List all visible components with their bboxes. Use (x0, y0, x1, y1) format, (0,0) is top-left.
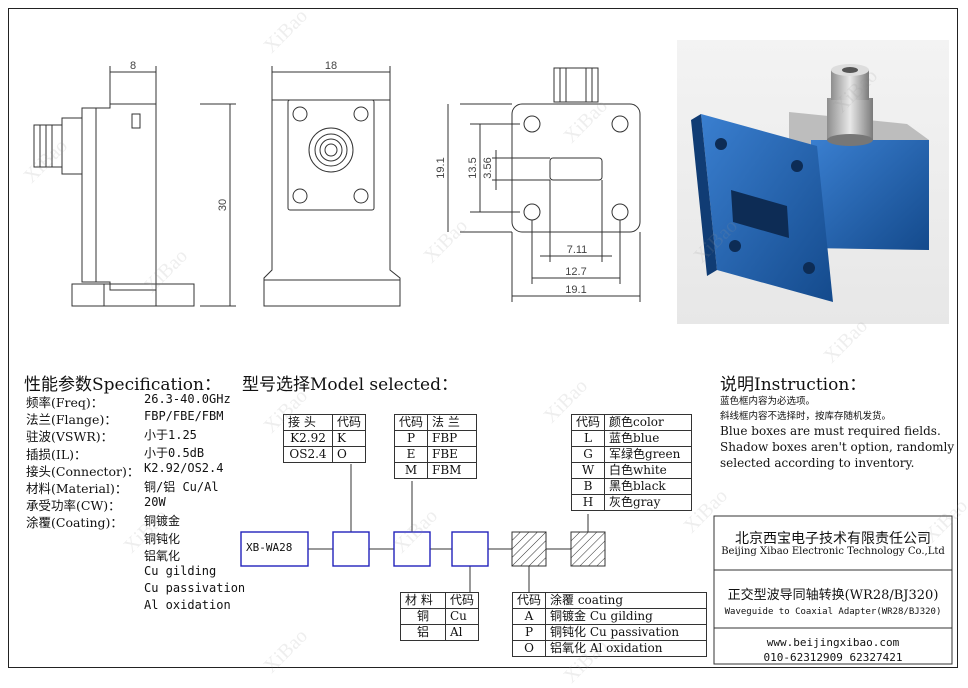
svg-text:3.56: 3.56 (482, 157, 494, 178)
spec-value: 铜镀金 (144, 514, 181, 529)
instruction-cn-1: 蓝色框内容为必选项。 (720, 396, 816, 407)
table-cell: OS2.4 (283, 446, 333, 463)
instruction-cn-2: 斜线框内容不选择时，按库存随机发货。 (720, 411, 892, 422)
front-view (263, 66, 401, 307)
svg-text:19.1: 19.1 (435, 157, 447, 178)
model-title: 型号选择Model selected： (242, 375, 459, 395)
spec-value: 小于0.5dB (144, 445, 205, 460)
instruction-en-1: Blue boxes are must required fields. (720, 424, 941, 438)
spec-label: 材料(Material)： (26, 481, 128, 496)
spec-label: 法兰(Flange)： (26, 412, 117, 428)
svg-text:30: 30 (217, 199, 229, 211)
spec-coating-option: 铝氧化 (144, 548, 181, 563)
table-header-cell: 接 头 (283, 414, 333, 431)
spec-value: 小于1.25 (144, 428, 197, 443)
company-name-en: Beijing Xibao Electronic Technology Co.,… (721, 546, 945, 557)
spec-label: 插损(IL)： (26, 446, 87, 462)
spec-value: 26.3-40.0GHz (144, 392, 231, 406)
table-cell: O (331, 446, 367, 463)
instruction-en-3: selected according to inventory. (720, 456, 915, 470)
instruction-en-2: Shadow boxes aren't option, randomly (720, 440, 955, 454)
spec-value: FBP/FBE/FBM (144, 409, 224, 424)
website: www.beijingxibao.com (766, 636, 900, 649)
company-name-cn: 北京西宝电子技术有限责任公司 (735, 531, 931, 547)
optional-box-color (570, 531, 606, 567)
table-cell: FBM (427, 462, 478, 479)
spec-title: 性能参数Specification： (24, 375, 221, 395)
table-cell: 灰色gray (604, 494, 693, 511)
table-cell: Cu (444, 608, 480, 625)
table-header-row: 代码法 兰 (393, 414, 478, 431)
svg-text:8: 8 (130, 60, 136, 72)
table-header-row: 代码涂覆 coating (511, 592, 708, 609)
required-boxes (240, 531, 489, 567)
table-cell: Al (444, 624, 480, 641)
table-cell: 铜镀金 Cu gilding (545, 608, 708, 625)
table-cell: H (570, 494, 606, 511)
table-cell: K2.92 (283, 430, 333, 447)
back-view (447, 67, 641, 302)
product-name-en: Waveguide to Coaxial Adapter(WR28/BJ320) (724, 607, 942, 617)
spec-value: K2.92/OS2.4 (144, 460, 224, 475)
spec-value: 铜/铝 Cu/Al (144, 480, 219, 494)
optional-box-coating (511, 531, 547, 567)
table-cell: 铝 (400, 624, 446, 641)
model-lines (308, 464, 589, 592)
svg-text:18: 18 (325, 60, 337, 72)
svg-text:19.1: 19.1 (565, 284, 586, 296)
spec-label: 接头(Connector)： (26, 463, 140, 479)
svg-text:13.5: 13.5 (467, 157, 479, 178)
spec-label: 承受功率(CW)： (26, 498, 121, 514)
spec-coating-option: Al oxidation (144, 598, 231, 613)
table-header-row: 接 头代码 (283, 414, 367, 431)
product-name-cn: 正交型波导同轴转换(WR28/BJ320) (727, 588, 939, 603)
spec-coating-option: 铜钝化 (144, 531, 181, 546)
spec-label: 驻波(VSWR)： (26, 429, 114, 445)
table-cell: O (511, 640, 547, 657)
table-header-cell: 涂覆 coating (545, 592, 708, 609)
spec-coating-option: Cu passivation (144, 581, 246, 596)
spec-label: 涂覆(Coating)： (26, 515, 123, 531)
svg-text:7.11: 7.11 (567, 244, 588, 256)
table-header-cell: 法 兰 (427, 414, 478, 431)
table-cell: 铝氧化 Al oxidation (545, 640, 708, 657)
spec-coating-option: Cu gilding (144, 564, 217, 578)
phone: 010-62312909 62327421 (763, 651, 903, 664)
side-view (33, 66, 236, 307)
drawing-frame (8, 8, 958, 668)
product-photo (677, 40, 949, 324)
table-cell: M (393, 462, 429, 479)
spec-value: 20W (144, 495, 166, 510)
model-prefix: XB-WA28 (246, 541, 293, 554)
table-header-cell: 代码 (331, 414, 367, 431)
instruction-title: 说明Instruction： (720, 375, 867, 395)
spec-label: 频率(Freq)： (26, 395, 104, 410)
svg-text:12.7: 12.7 (565, 266, 586, 278)
table-cell: 蓝色blue (604, 430, 693, 447)
